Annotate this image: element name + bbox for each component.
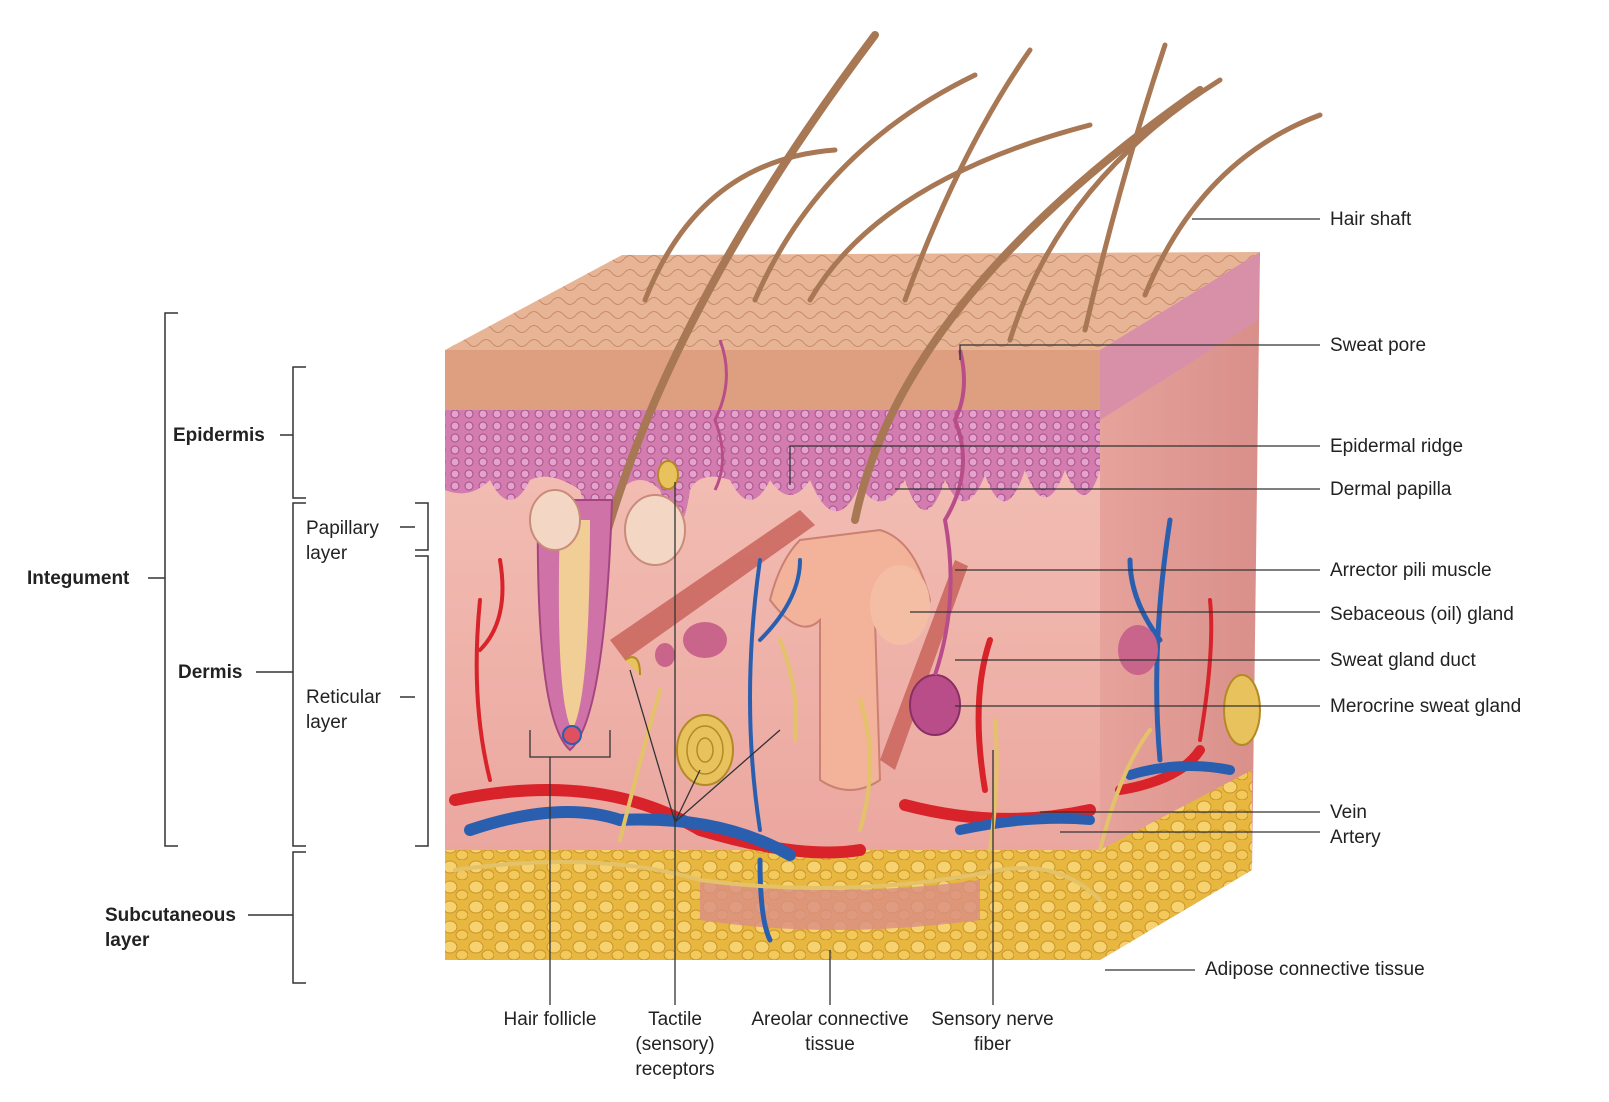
reticular-bracket xyxy=(400,555,429,847)
areolar-label: Areolar connective tissue xyxy=(751,1009,909,1055)
subcutaneous-bracket xyxy=(248,851,306,984)
vein-vessel xyxy=(1125,761,1235,780)
leader-lines xyxy=(529,218,1320,1005)
vein-vessel xyxy=(464,806,796,861)
sweat-pore-leader xyxy=(959,344,1320,360)
epidermis-label: Epidermis xyxy=(173,425,265,446)
hair-follicle-label: Hair follicle xyxy=(503,1009,597,1030)
layer-brackets xyxy=(148,312,429,984)
areolar-tissue xyxy=(700,880,980,930)
epidermal-ridge-label: Epidermal ridge xyxy=(1330,436,1464,457)
hair-strand xyxy=(902,47,1033,303)
hair-follicle-leader xyxy=(529,730,611,1005)
blood-vessels xyxy=(449,517,1235,943)
integument-bracket xyxy=(148,312,178,847)
epidermis-stratum xyxy=(445,350,1100,410)
integument-label: Integument xyxy=(27,568,130,589)
subcutaneous-label: Subcutaneous layer xyxy=(105,905,236,951)
artery-vessel xyxy=(1115,745,1205,795)
dermis-label: Dermis xyxy=(178,662,243,683)
skin-block xyxy=(445,252,1260,960)
dermis-bracket xyxy=(256,502,306,847)
hair-strand xyxy=(807,122,1093,303)
tactile-leader xyxy=(629,482,781,1005)
hair-strand xyxy=(1142,112,1323,298)
vein-vessel xyxy=(955,813,1095,835)
hair-strand xyxy=(752,72,978,303)
hairs xyxy=(571,31,1323,704)
tactile-label: Tactile (sensory) receptors xyxy=(635,1009,715,1080)
sebaceous-gland-cluster xyxy=(529,489,686,566)
epidermal-cell-layer xyxy=(445,410,1100,525)
reticular-label: Reticular layer xyxy=(306,687,381,733)
sebaceous-label: Sebaceous (oil) gland xyxy=(1330,604,1514,625)
arrector-pili-muscle xyxy=(610,510,815,660)
sweat-pore-label: Sweat pore xyxy=(1330,335,1427,356)
arrector-pili-label: Arrector pili muscle xyxy=(1330,560,1492,581)
nerve-fibers xyxy=(453,638,1152,902)
side-adipose xyxy=(1100,770,1252,960)
papillary-bracket xyxy=(400,502,429,551)
sensory-nerve-label: Sensory nerve fiber xyxy=(931,1009,1054,1055)
skin-surface xyxy=(445,252,1260,350)
tactile-receptors xyxy=(624,460,1261,786)
vessel-glomeruli xyxy=(655,622,1158,675)
merocrine-label: Merocrine sweat gland xyxy=(1330,696,1522,717)
dermal-papilla-label: Dermal papilla xyxy=(1330,479,1452,500)
papillary-label: Papillary layer xyxy=(306,518,379,564)
adipose-label: Adipose connective tissue xyxy=(1205,959,1425,980)
merocrine-sweat-gland xyxy=(909,349,966,736)
sweat-duct xyxy=(713,339,728,491)
sweat-duct-label: Sweat gland duct xyxy=(1330,650,1476,671)
hair-strand xyxy=(642,147,838,303)
sensory-nerve-fiber xyxy=(453,860,1102,902)
vein-label: Vein xyxy=(1330,802,1367,823)
hair-strand xyxy=(851,86,1204,524)
hair-strand xyxy=(1082,42,1168,333)
side-epidermis xyxy=(1100,252,1260,420)
epidermal-ridge-leader xyxy=(789,445,1320,485)
hair-follicle xyxy=(536,499,614,752)
sebaceous-gland xyxy=(768,528,932,791)
hair-shaft-label: Hair shaft xyxy=(1330,209,1412,230)
artery-label: Artery xyxy=(1330,827,1381,848)
epidermis-bracket xyxy=(280,366,306,499)
